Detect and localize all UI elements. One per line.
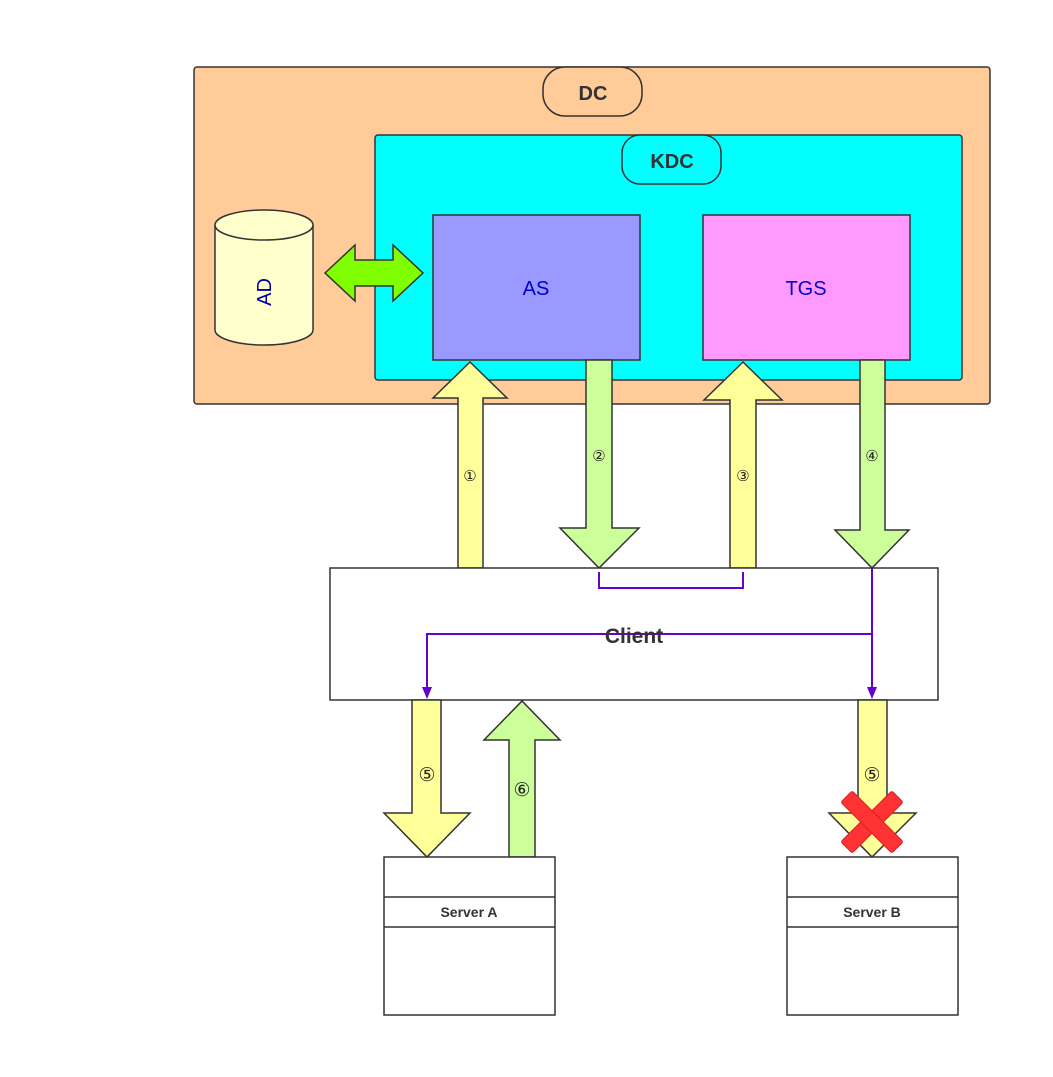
step2-arrow: ② [558, 359, 641, 570]
step3-arrow: ③ [702, 360, 784, 569]
step2-label: ② [592, 448, 605, 465]
server-a: Server A [383, 856, 556, 1016]
ad-label: AD [254, 278, 276, 306]
ad-as-bidirectional-arrow [323, 243, 425, 303]
step5a-arrow: ⑤ [382, 699, 472, 859]
dc-label-pill: DC [542, 66, 643, 117]
step1-arrow: ① [431, 360, 509, 569]
kdc-label: KDC [650, 151, 693, 173]
connector-arrowhead-b [867, 687, 877, 699]
step6-label: ⑥ [513, 780, 530, 801]
server-b-label: Server B [843, 904, 901, 920]
server-b: Server B [786, 856, 959, 1016]
step6-arrow: ⑥ [482, 699, 562, 858]
step4-label: ④ [865, 448, 878, 465]
server-a-label: Server A [440, 904, 497, 920]
bracket-connector [598, 572, 744, 589]
as-label: AS [523, 278, 550, 300]
denied-cross-icon [841, 791, 903, 853]
ticket-to-server-a-connector [426, 568, 873, 690]
kdc-label-pill: KDC [621, 134, 722, 185]
dc-label: DC [579, 83, 608, 105]
client-label: Client [605, 625, 663, 648]
tgs-box: TGS [702, 214, 911, 361]
step5a-label: ⑤ [418, 765, 435, 786]
step5b-label: ⑤ [863, 765, 880, 786]
ad-database: AD [214, 209, 314, 346]
tgs-label: TGS [785, 278, 826, 300]
step4-arrow: ④ [833, 359, 911, 570]
connector-arrowhead-a [422, 687, 432, 699]
step1-label: ① [463, 468, 476, 485]
step3-label: ③ [736, 468, 749, 485]
as-box: AS [432, 214, 641, 361]
